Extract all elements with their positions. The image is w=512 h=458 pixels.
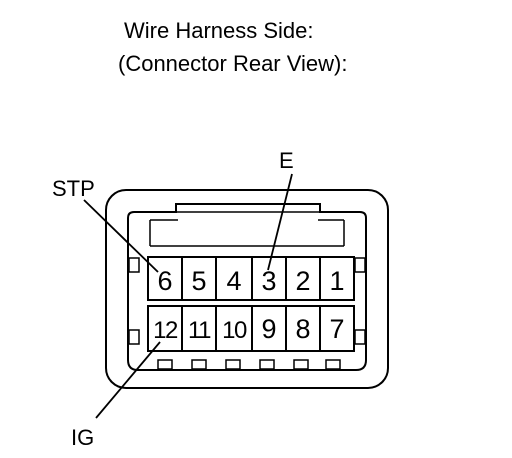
pin-cell-4 [215,256,253,301]
pin-label-10: 10 [222,317,247,344]
pin-cell-11 [181,305,217,352]
pin-label-2: 2 [295,266,310,296]
bottom-tooth [259,359,275,370]
pin-cell-5 [181,256,217,301]
callout-label-stp: STP [52,176,95,201]
bottom-teeth [157,359,341,370]
left-side-tab-upper [128,257,140,273]
pin-label-9: 9 [261,314,276,344]
pin-label-6: 6 [157,266,172,296]
e-leader-line [267,173,293,271]
left-side-tab-lower [128,329,140,345]
bottom-tooth [325,359,341,370]
connector-inner-housing [127,203,367,371]
pin-cell-1 [319,256,355,301]
pin-label-8: 8 [295,314,310,344]
right-side-tab-upper [354,257,366,273]
bottom-tooth [293,359,309,370]
stp-leader-line [83,199,159,273]
ig-leader-line [95,341,161,419]
pin-label-12: 12 [153,317,178,344]
callout-label-ig: IG [71,425,94,450]
pin-label-1: 1 [329,266,344,296]
pin-cell-7 [319,305,355,352]
pin-label-7: 7 [329,314,344,344]
pin-cell-3 [251,256,287,301]
diagram-title-line-1: Wire Harness Side: [124,18,314,43]
pin-label-3: 3 [261,266,276,296]
pin-label-5: 5 [191,266,206,296]
right-side-tab-lower [354,329,366,345]
pin-cell-10 [215,305,253,352]
pin-label-11: 11 [188,317,211,344]
pin-cell-9 [251,305,287,352]
connector-outer-housing [105,189,389,389]
pin-label-4: 4 [226,266,241,296]
bottom-tooth [225,359,241,370]
pin-cell-6 [147,256,183,301]
bottom-tooth [191,359,207,370]
pin-cell-8 [285,305,321,352]
callout-label-e: E [279,148,294,173]
diagram-title-line-2: (Connector Rear View): [118,51,348,76]
bottom-tooth [157,359,173,370]
pin-grid: 6 5 4 3 2 1 12 11 10 9 8 7 [147,256,355,352]
